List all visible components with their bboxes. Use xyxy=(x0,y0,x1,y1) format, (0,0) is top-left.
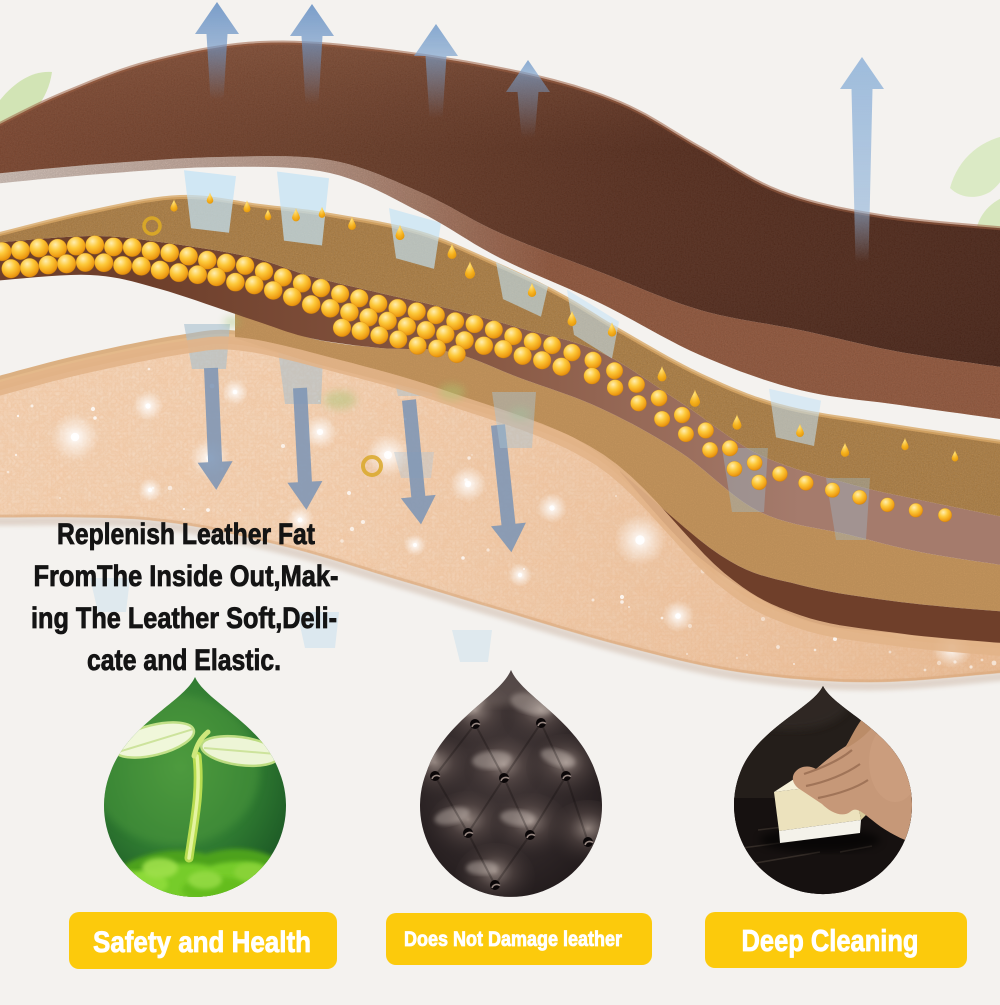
svg-text:Does Not Damage leather: Does Not Damage leather xyxy=(404,928,622,951)
svg-text:Replenish Leather Fat: Replenish Leather Fat xyxy=(57,518,315,551)
svg-text:FromThe Inside Out,Mak-: FromThe Inside Out,Mak- xyxy=(34,560,339,593)
svg-text:cate and Elastic.: cate and Elastic. xyxy=(87,644,281,677)
svg-text:Deep Cleaning: Deep Cleaning xyxy=(742,923,919,958)
svg-text:ing The Leather Soft,Deli-: ing The Leather Soft,Deli- xyxy=(31,602,337,635)
svg-text:Safety and Health: Safety and Health xyxy=(93,926,311,959)
